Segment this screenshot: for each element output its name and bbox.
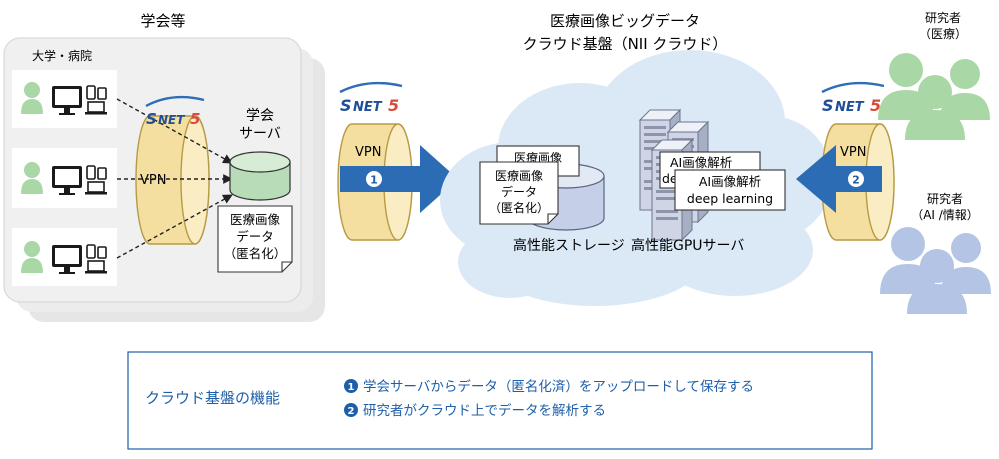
- data-doc-front-line-1: 医療画像: [495, 169, 543, 183]
- step-badge-1-number: 1: [370, 174, 378, 187]
- ai-doc-back-line-2: de: [662, 171, 678, 186]
- svg-text:NET: NET: [353, 100, 383, 115]
- server-title-1: 学会: [246, 108, 274, 124]
- vpn-label-left: VPN: [140, 173, 166, 188]
- data-doc-left-line-1: 医療画像: [230, 212, 281, 227]
- legend-badge-2: [344, 403, 358, 417]
- svg-text:S: S: [146, 110, 157, 128]
- ai-doc-back-line-1: AI画像解析: [670, 155, 732, 170]
- connection-line-1: [116, 98, 233, 164]
- step-badge-1: [366, 171, 382, 187]
- data-doc-front-line-3: （匿名化）: [489, 200, 549, 215]
- svg-text:S: S: [340, 96, 352, 115]
- server-title-2: サーバ: [239, 126, 281, 142]
- ai-doc-front: [674, 169, 786, 211]
- researcher-ai-label-1: 研究者: [927, 191, 963, 206]
- step-badge-2-number: 2: [852, 174, 860, 187]
- svg-text:5: 5: [388, 96, 399, 115]
- svg-text:5: 5: [870, 96, 881, 115]
- data-doc-left-line-3: （匿名化）: [224, 246, 287, 261]
- person-icon-ai-group: [880, 227, 991, 314]
- person-icon-medical-group: [878, 53, 990, 140]
- storage-label: 高性能ストレージ: [513, 237, 625, 254]
- ai-doc-front-line-1: AI画像解析: [699, 174, 761, 189]
- arrow-icon-right: [340, 145, 458, 213]
- svg-text:S: S: [822, 96, 834, 115]
- server-cylinder-icon: [229, 151, 291, 201]
- legend-item-2: 研究者がクラウド上でデータを解析する: [363, 402, 606, 419]
- vpn-label-link2: VPN: [840, 145, 866, 160]
- legend-item-1: 学会サーバからデータ（匿名化済）をアップロードして保存する: [363, 378, 754, 395]
- legend-badge-2-number: 2: [348, 406, 355, 417]
- step-badge-2: [848, 171, 864, 187]
- svg-text:5: 5: [190, 110, 200, 128]
- left-group-title: 学会等: [140, 12, 185, 30]
- researcher-medical-label-1: 研究者: [925, 10, 961, 25]
- vpn-label-link1: VPN: [355, 145, 381, 160]
- legend-title: クラウド基盤の機能: [145, 389, 280, 407]
- cloud-title-2: クラウド基盤（NII クラウド）: [523, 35, 728, 53]
- gpu-label: 高性能GPUサーバ: [631, 237, 744, 254]
- arrow-icon-left: [796, 145, 882, 213]
- svg-text:NET: NET: [835, 100, 865, 115]
- legend-badge-1: [344, 379, 358, 393]
- researcher-ai-label-2: （AI /情報）: [911, 208, 979, 222]
- data-doc-left-line-2: データ: [236, 229, 274, 244]
- vpn-tube-left: [135, 115, 210, 245]
- org-label: 大学・病院: [32, 48, 92, 63]
- sinet-logo-link1: S NET 5: [339, 81, 403, 115]
- data-doc-left: [217, 205, 293, 273]
- connection-line-3: [116, 194, 233, 259]
- ai-doc-front-line-2: deep learning: [687, 191, 773, 206]
- data-doc-front-line-2: データ: [501, 184, 537, 199]
- data-doc-front: [479, 161, 559, 225]
- svg-text:NET: NET: [158, 113, 185, 127]
- sinet-logo-link2: S NET 5: [821, 81, 885, 115]
- researcher-medical-label-2: （医療）: [919, 27, 967, 41]
- cloud-title-1: 医療画像ビッグデータ: [550, 12, 700, 30]
- sinet-logo-left: S NET 5: [145, 95, 205, 128]
- legend-badge-1-number: 1: [348, 382, 355, 393]
- legend-box: [127, 351, 873, 450]
